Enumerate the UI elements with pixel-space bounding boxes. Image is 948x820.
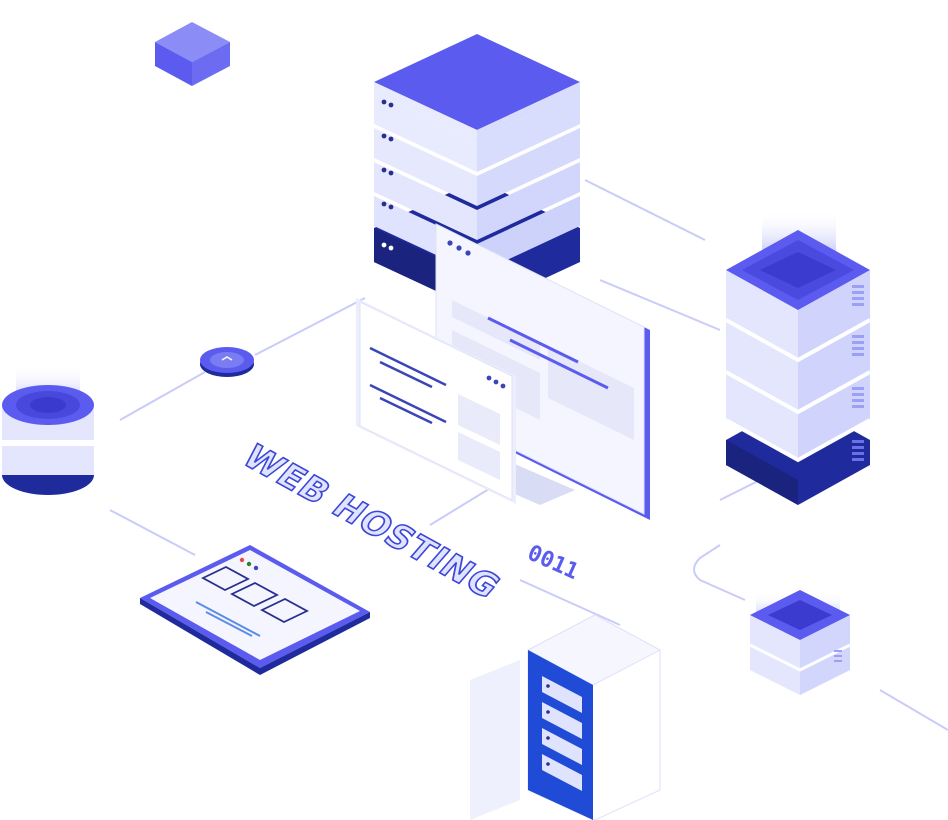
mini-server-icon (749, 590, 851, 695)
small-cube-icon (155, 22, 230, 86)
server-rack-icon (470, 614, 662, 820)
browser-monitor-icon (356, 223, 650, 520)
binary-code-label: 0011 (524, 541, 583, 585)
disk-database-icon (2, 365, 94, 495)
tablet-icon (140, 545, 370, 675)
database-tower-icon (725, 210, 871, 505)
token-coin-icon (200, 347, 254, 377)
connector-lines (109, 179, 948, 731)
